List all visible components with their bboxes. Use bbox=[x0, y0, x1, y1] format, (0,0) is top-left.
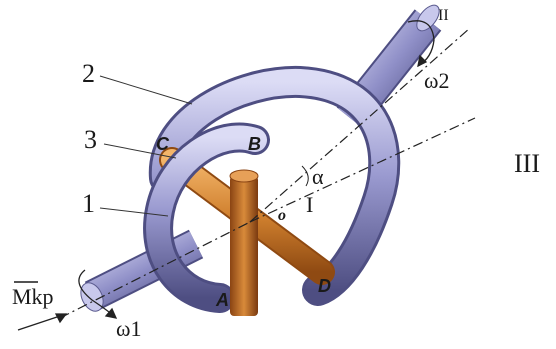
label-part-2: 2 bbox=[82, 59, 95, 88]
yoke-1 bbox=[143, 122, 270, 313]
label-point-c: C bbox=[156, 134, 170, 154]
label-axis-iii: III bbox=[514, 149, 540, 178]
cross-vertical-arm bbox=[229, 169, 259, 316]
yoke-2 bbox=[148, 65, 401, 306]
axis-lines bbox=[59, 27, 476, 319]
label-omega-1: ω1 bbox=[116, 316, 141, 341]
label-part-3: 3 bbox=[84, 125, 97, 154]
label-part-1: 1 bbox=[82, 189, 95, 218]
label-point-a: A bbox=[215, 290, 229, 310]
leader-lines bbox=[99, 75, 193, 217]
rotation-arrows bbox=[17, 20, 435, 331]
label-origin: o bbox=[278, 207, 286, 224]
label-torque: Mkp bbox=[12, 284, 54, 309]
label-point-b: B bbox=[248, 134, 261, 154]
label-alpha: α bbox=[312, 164, 324, 189]
label-omega-2: ω2 bbox=[424, 68, 449, 93]
label-axis-ii: II bbox=[438, 7, 449, 24]
label-axis-i: I bbox=[306, 192, 313, 217]
label-point-d: D bbox=[318, 276, 331, 296]
